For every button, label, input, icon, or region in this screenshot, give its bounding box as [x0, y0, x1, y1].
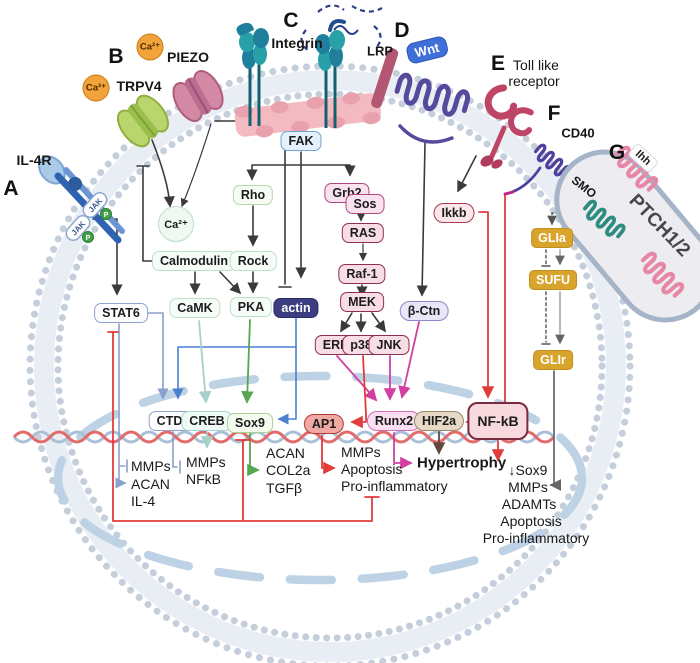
node-glir: GLIr: [533, 350, 573, 370]
arrow-p38-ap1: [350, 355, 367, 429]
piezo-channel-icon: [172, 70, 224, 122]
nfkb-output-adamts: ADAMTs: [501, 496, 557, 512]
arrow-stat6-ctd2: [143, 312, 169, 400]
marker-a: A: [3, 177, 19, 200]
nucleus-envelope: [53, 371, 587, 585]
node-actin: actin: [273, 298, 319, 318]
ap1-output-mmps: MMPs: [341, 444, 381, 460]
marker-e: E: [490, 52, 506, 75]
trpv4-channel-icon: [116, 94, 170, 148]
stat6-output-acan: ACAN: [131, 476, 170, 492]
arrow-piezo-to-ca: [180, 123, 212, 208]
lrp-label: LRP: [367, 43, 393, 59]
cd40-label: CD40: [561, 125, 595, 141]
cd40-receptor-icon: [503, 142, 574, 196]
node-runx2: Runx2: [366, 411, 422, 431]
trpv4-label: TRPV4: [116, 78, 162, 94]
toll-like-receptor-icon: [480, 84, 534, 169]
inhibit-calmodulin-trpv4: [142, 165, 159, 262]
tlr-label-line1: Toll like: [513, 57, 559, 73]
stat6-output-line: [118, 323, 126, 482]
arrow-ap1-output: [321, 435, 336, 475]
nfkb-output-proinflammatory: Pro-inflammatory: [482, 530, 590, 546]
node-stat6: STAT6: [94, 303, 148, 323]
marker-b: B: [108, 45, 124, 68]
ptch-vesicle-icon: [554, 132, 700, 323]
il4r-label: IL-4R: [16, 152, 52, 168]
frizzled-receptor-icon: [395, 74, 469, 144]
node-pka: PKA: [229, 297, 273, 317]
phospho-label: P: [104, 212, 109, 219]
arrow-calmodulin-pka: [219, 271, 242, 295]
node-creb: CREB: [181, 411, 233, 431]
lrp-icon: [371, 48, 399, 109]
arrow-tlr-ikkb: [457, 155, 477, 193]
arrow-pka-sox9: [241, 319, 254, 404]
sox9-output-tgfb: TGFβ: [266, 480, 303, 496]
arrow-erk-runx2: [336, 355, 378, 402]
arrow-frizzled-bctn: [416, 142, 428, 297]
ecm-fibers-icon: [300, 4, 383, 51]
marker-f: F: [547, 102, 561, 125]
sox9-output-acan: ACAN: [266, 445, 305, 461]
node-fak: FAK: [280, 131, 322, 151]
ca-ion-extracellular: Ca²⁺: [136, 33, 164, 61]
dashed-smo-glia: [547, 212, 598, 226]
arrow-camk-creb: [198, 320, 212, 404]
arrow-actin-ctd2: [172, 346, 297, 400]
arrow-actin-sox9: [277, 317, 297, 425]
node-sufu: SUFU: [528, 270, 578, 290]
runx2-output-hypertrophy: Hypertrophy: [417, 454, 507, 472]
arrow-runx2-hypertrophy: [393, 432, 413, 470]
arrow-ikkb-nfkb: [478, 211, 495, 399]
arrow-bctn-runx2: [398, 321, 420, 399]
marker-d: D: [394, 19, 410, 42]
arrow-sox9-output: [247, 433, 260, 477]
ctd2-output-mmps: MMPs: [186, 454, 226, 470]
integrin-receptor-icon: [236, 19, 346, 128]
node-rock: Rock: [229, 251, 277, 271]
node-hif2a: HIF2a: [413, 411, 465, 431]
sox9-output-col2a: COL2a: [266, 462, 311, 478]
marker-c: C: [283, 9, 299, 32]
node-rho: Rho: [232, 185, 274, 205]
stat6-inhibition-tree: [112, 331, 373, 522]
nfkb-output-sox9: ↓Sox9: [508, 462, 548, 478]
ctd2-output-nfkb: NFkB: [186, 471, 221, 487]
node-camk: CaMK: [169, 298, 221, 318]
phospho-label: P: [86, 235, 91, 242]
node-raf1: Raf-1: [338, 264, 386, 284]
node-ap1: AP1: [303, 414, 345, 434]
dna-helix: [12, 430, 556, 444]
ctd2-output-line: [172, 431, 178, 468]
ca-ion-extracellular: Ca²⁺: [82, 74, 110, 102]
ap1-output-apoptosis: Apoptosis: [341, 461, 403, 477]
marker-g: G: [608, 141, 626, 164]
node-ras: RAS: [341, 223, 385, 243]
node-sos: Sos: [345, 194, 385, 214]
node-ca-intracellular: Ca²⁺: [158, 206, 194, 242]
node-bctn: β-Ctn: [399, 301, 449, 321]
stat6-output-il4: IL-4: [131, 493, 156, 509]
piezo-label: PIEZO: [166, 49, 210, 65]
tlr-label-line2: receptor: [508, 73, 560, 89]
node-mek: MEK: [340, 292, 384, 312]
node-ikkb: Ikkb: [433, 203, 475, 223]
node-jnk: JNK: [368, 335, 410, 355]
node-sox9: Sox9: [227, 413, 273, 433]
node-nfkb: NF-kB: [467, 402, 529, 440]
nfkb-output-apoptosis: Apoptosis: [500, 513, 562, 529]
arrow-glir-mmps: [549, 370, 562, 491]
nfkb-output-mmps: MMPs: [508, 479, 548, 495]
integrin-label: Integrin: [271, 35, 323, 51]
arrow-trpv4-to-ca: [151, 139, 175, 208]
ap1-output-proinflammatory: Pro-inflammatory: [341, 478, 448, 494]
il4r-receptor-icon: JAK JAK P P: [38, 155, 125, 244]
stat6-output-mmps: MMPs: [131, 458, 171, 474]
node-glia: GLIa: [531, 228, 573, 248]
node-calmodulin: Calmodulin: [151, 251, 237, 271]
